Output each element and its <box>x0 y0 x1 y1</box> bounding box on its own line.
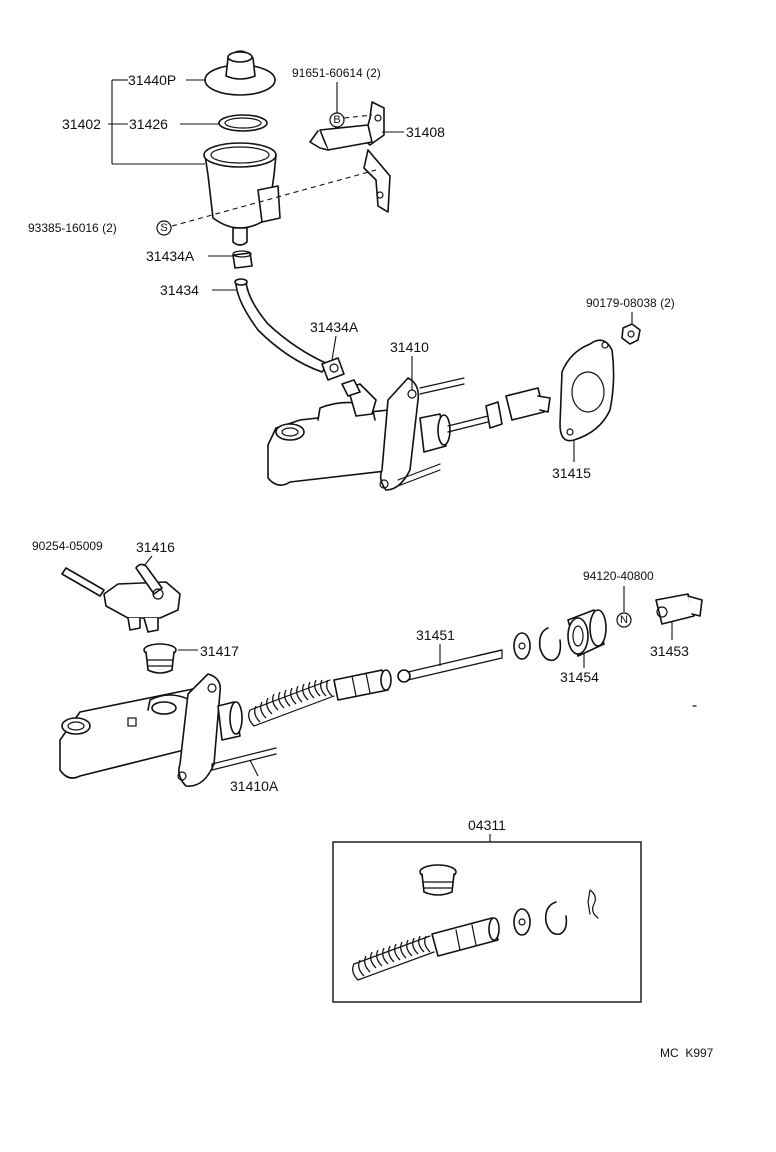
label-31417: 31417 <box>200 643 239 659</box>
hose-clamp-top <box>232 250 253 269</box>
label-31402: 31402 <box>62 116 101 132</box>
kit-plug <box>419 864 457 896</box>
label-31454: 31454 <box>560 669 599 685</box>
label-31434a-mid: 31434A <box>310 319 359 335</box>
label-31451: 31451 <box>416 627 455 643</box>
reservoir-bracket <box>309 101 391 213</box>
inlet-fitting <box>103 563 181 633</box>
cylinder-body <box>59 673 243 787</box>
label-31434a-top: 31434A <box>146 248 195 264</box>
label-31453: 31453 <box>650 643 689 659</box>
label-31426: 31426 <box>129 116 168 132</box>
diagram-code: MC K997 <box>660 1046 714 1060</box>
kit-spring-piston <box>352 917 500 981</box>
push-rod <box>397 649 503 683</box>
label-31410a: 31410A <box>230 778 279 794</box>
kit-clip <box>587 889 599 919</box>
snap-ring <box>538 627 562 662</box>
reservoir-cap <box>204 50 276 96</box>
label-91651-60614: 91651-60614 (2) <box>292 66 381 80</box>
label-04311: 04311 <box>468 817 506 833</box>
piston-spring <box>248 669 392 727</box>
reservoir-gasket <box>218 114 268 132</box>
reservoir-body <box>203 142 281 246</box>
bolt-symbol: B <box>329 112 345 128</box>
label-94120-40800: 94120-40800 <box>583 569 654 583</box>
label-31408: 31408 <box>406 124 445 140</box>
nut-symbol: N <box>616 612 632 628</box>
bolt-symbol-letter: B <box>333 114 340 126</box>
kit-snap-ring <box>544 901 568 936</box>
pin-90254 <box>61 567 105 597</box>
nut-symbol-letter: N <box>620 614 628 626</box>
label-31416: 31416 <box>136 539 175 555</box>
master-cylinder-assembled <box>267 377 551 491</box>
screw-symbol-letter: S <box>160 222 167 234</box>
nut-90179 <box>621 323 641 345</box>
label-90254-05009: 90254-05009 <box>32 539 103 553</box>
inlet-plug <box>143 643 177 674</box>
leader-lines <box>108 79 673 842</box>
bolt-dashed-line <box>343 114 373 119</box>
clevis-31453 <box>655 593 703 625</box>
label-31440p: 31440P <box>128 72 176 88</box>
flange-gasket <box>559 339 615 442</box>
kit-washer <box>513 908 531 936</box>
repair-kit-box <box>332 841 642 1003</box>
label-31434: 31434 <box>160 282 199 298</box>
label-31410: 31410 <box>390 339 429 355</box>
hose-end-top <box>234 278 248 286</box>
washer <box>513 632 531 660</box>
screw-symbol: S <box>156 220 172 236</box>
label-90179-08038: 90179-08038 (2) <box>586 296 675 310</box>
stud-31410a <box>211 747 277 771</box>
label-93385-16016: 93385-16016 (2) <box>28 221 117 235</box>
hose-clamp-lower <box>321 357 345 381</box>
label-31415: 31415 <box>552 465 591 481</box>
boot-31454 <box>567 609 607 657</box>
